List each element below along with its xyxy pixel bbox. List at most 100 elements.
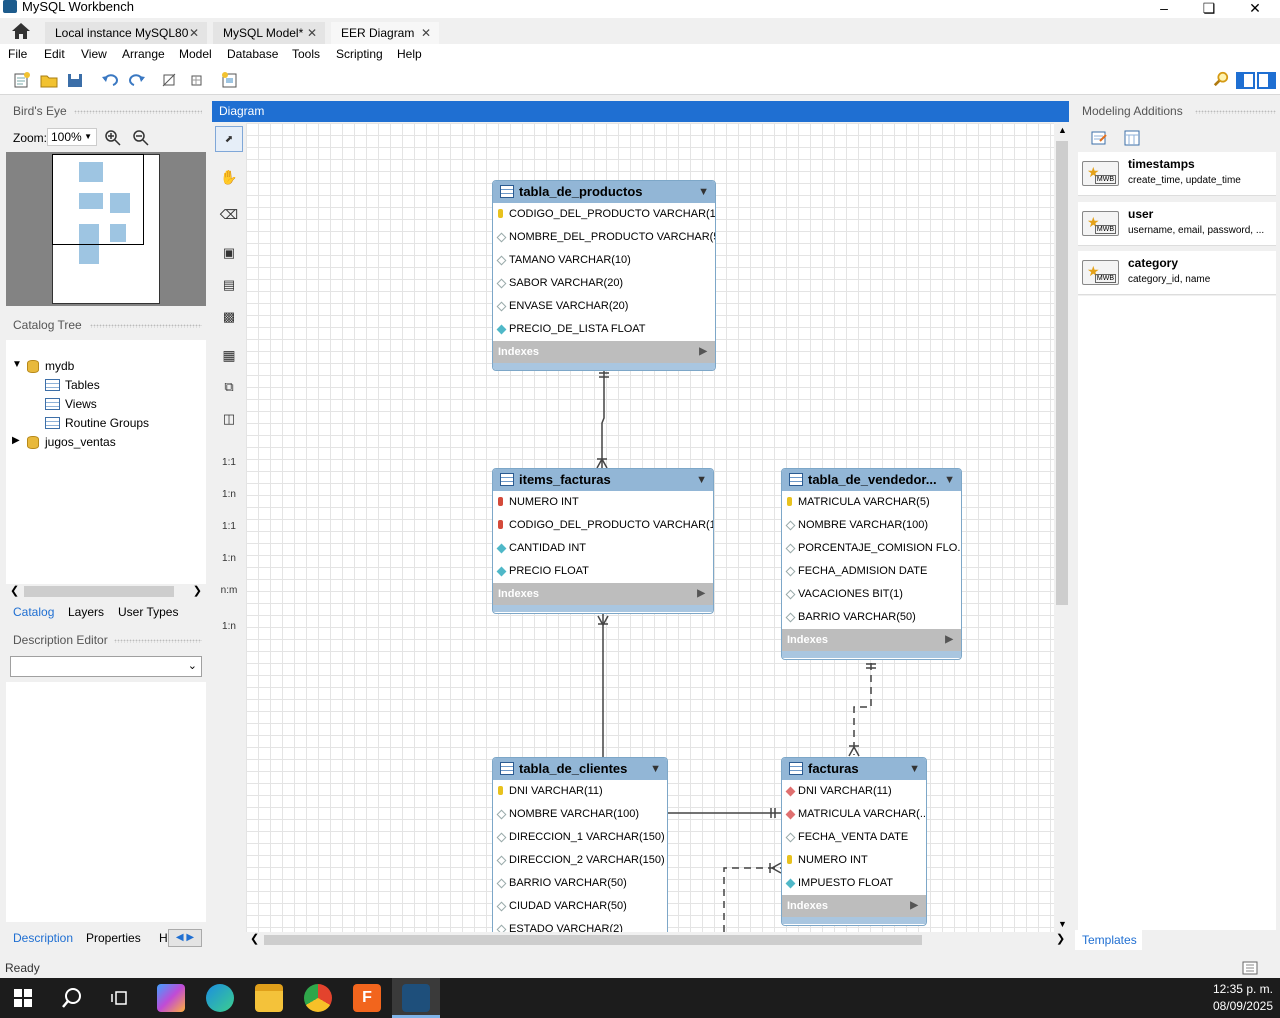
description-object-select[interactable]: ⌄ (10, 656, 202, 677)
redo-icon[interactable] (128, 72, 146, 88)
output-panel-icon[interactable] (1242, 961, 1258, 975)
home-icon[interactable] (10, 21, 32, 41)
zoom-in-icon[interactable] (104, 129, 121, 146)
column-row[interactable]: FECHA_VENTA DATE (782, 826, 926, 849)
tab-description[interactable]: Description (13, 931, 74, 945)
tab-scroll-arrows-icon[interactable]: ◀ ▶ (168, 929, 202, 947)
copilot-icon[interactable] (157, 984, 185, 1012)
routine-group-tool-icon[interactable]: ◫ (222, 411, 236, 426)
menu-scripting[interactable]: Scripting (336, 47, 383, 61)
fiddler-icon[interactable]: F (353, 984, 381, 1012)
column-row[interactable]: NOMBRE VARCHAR(100) (782, 514, 961, 537)
column-row[interactable]: ESTADO VARCHAR(2) (493, 918, 667, 932)
tree-item-views[interactable]: Views (65, 397, 97, 411)
diagram-horizontal-scrollbar[interactable]: ❮ ❯ (246, 932, 1070, 948)
tree-item-routine-groups[interactable]: Routine Groups (65, 416, 150, 430)
close-tab-icon[interactable]: ✕ (306, 26, 317, 40)
scrollbar-thumb[interactable] (1056, 141, 1068, 605)
entity-tabla-de-productos[interactable]: tabla_de_productos▼ CODIGO_DEL_PRODUCTO … (492, 180, 716, 371)
new-template-icon[interactable] (1123, 129, 1141, 147)
menu-file[interactable]: File (8, 47, 28, 61)
edit-template-icon[interactable] (1090, 129, 1108, 147)
minimize-button[interactable]: – (1160, 0, 1168, 16)
collapse-arrow-icon[interactable]: ▼ (696, 474, 707, 486)
edge-browser-icon[interactable] (206, 984, 234, 1012)
birds-eye-viewport[interactable] (52, 154, 144, 245)
entity-items-facturas[interactable]: items_facturas▼ NUMERO INT CODIGO_DEL_PR… (492, 468, 714, 614)
collapsed-arrow-icon[interactable]: ▶ (12, 435, 20, 446)
select-tool-icon[interactable]: ⬈ (215, 126, 243, 152)
column-row[interactable]: PRECIO FLOAT (493, 560, 713, 583)
column-row[interactable]: NOMBRE_DEL_PRODUCTO VARCHAR(5... (493, 226, 715, 249)
column-row[interactable]: DIRECCION_1 VARCHAR(150) (493, 826, 667, 849)
expand-arrow-icon[interactable]: ▶ (697, 588, 705, 599)
column-row[interactable]: DNI VARCHAR(11) (493, 780, 667, 803)
birds-eye-view[interactable] (6, 152, 206, 306)
expand-arrow-icon[interactable]: ▶ (910, 900, 918, 911)
relationship-1-n-identifying-icon[interactable]: 1:n (215, 544, 243, 570)
indexes-section[interactable]: Indexes▶ (493, 583, 713, 605)
column-row[interactable]: NUMERO INT (782, 849, 926, 872)
zoom-out-icon[interactable] (132, 129, 149, 146)
toggle-grid-icon[interactable] (161, 72, 179, 88)
entity-facturas[interactable]: facturas▼ DNI VARCHAR(11) MATRICULA VARC… (781, 757, 927, 926)
menu-edit[interactable]: Edit (44, 47, 65, 61)
relationship-existing-columns-icon[interactable]: 1:n (215, 612, 243, 638)
windows-start-icon[interactable] (14, 989, 32, 1007)
tree-item-tables[interactable]: Tables (65, 378, 100, 392)
tab-mysql-model[interactable]: MySQL Model*✕ (213, 22, 325, 44)
column-row[interactable]: MATRICULA VARCHAR(... (782, 803, 926, 826)
scroll-up-icon[interactable]: ▲ (1058, 125, 1067, 135)
new-model-icon[interactable] (13, 72, 31, 88)
align-grid-icon[interactable] (188, 72, 206, 88)
column-row[interactable]: FECHA_ADMISION DATE (782, 560, 961, 583)
image-tool-icon[interactable]: ▩ (222, 309, 236, 324)
diagram-vertical-scrollbar[interactable]: ▲ ▼ (1054, 123, 1070, 932)
relationship-n-m-icon[interactable]: n:m (215, 576, 243, 602)
save-model-icon[interactable] (67, 72, 85, 88)
close-button[interactable]: ✕ (1249, 0, 1261, 16)
system-clock[interactable]: 12:35 p. m.08/09/2025 (1213, 981, 1273, 1015)
catalog-horizontal-scrollbar[interactable]: ❮ ❯ (6, 584, 206, 599)
tab-catalog[interactable]: Catalog (13, 605, 55, 619)
tree-item-jugos-ventas[interactable]: jugos_ventas (45, 435, 116, 449)
menu-tools[interactable]: Tools (292, 47, 321, 61)
search-icon[interactable] (1212, 71, 1230, 87)
collapse-arrow-icon[interactable]: ▼ (698, 186, 709, 198)
diagram-canvas[interactable]: tabla_de_productos▼ CODIGO_DEL_PRODUCTO … (246, 123, 1054, 932)
collapse-arrow-icon[interactable]: ▼ (944, 474, 955, 486)
column-row[interactable]: VACACIONES BIT(1) (782, 583, 961, 606)
expand-arrow-icon[interactable]: ▼ (12, 359, 22, 370)
tab-local-instance[interactable]: Local instance MySQL80✕ (45, 22, 207, 44)
expand-arrow-icon[interactable]: ▶ (699, 346, 707, 357)
new-diagram-icon[interactable] (221, 72, 239, 88)
close-tab-icon[interactable]: ✕ (420, 26, 431, 40)
entity-header[interactable]: tabla_de_productos▼ (493, 181, 715, 203)
view-tool-icon[interactable]: ⧉ (224, 379, 234, 394)
scroll-down-icon[interactable]: ▼ (1058, 919, 1067, 929)
menu-model[interactable]: Model (179, 47, 212, 61)
tab-user-types[interactable]: User Types (118, 605, 179, 619)
tab-layers[interactable]: Layers (68, 605, 105, 619)
scroll-left-icon[interactable]: ❮ (250, 933, 260, 945)
scroll-left-icon[interactable]: ❮ (10, 585, 20, 597)
scroll-right-icon[interactable]: ❯ (1056, 933, 1066, 945)
column-row[interactable]: DNI VARCHAR(11) (782, 780, 926, 803)
relationship-1-1-icon[interactable]: 1:1 (215, 448, 243, 474)
taskbar-active-app[interactable] (392, 978, 440, 1018)
undo-icon[interactable] (101, 72, 119, 88)
close-tab-icon[interactable]: ✕ (188, 26, 199, 40)
open-model-icon[interactable] (40, 72, 58, 88)
eraser-tool-icon[interactable]: ⌫ (219, 207, 239, 222)
table-tool-icon[interactable]: ▦ (222, 347, 236, 363)
entity-header[interactable]: facturas▼ (782, 758, 926, 780)
scrollbar-thumb[interactable] (24, 586, 174, 597)
maximize-button[interactable]: ❏ (1202, 0, 1216, 16)
collapse-arrow-icon[interactable]: ▼ (650, 763, 661, 775)
tab-properties[interactable]: Properties (86, 931, 141, 945)
scrollbar-thumb[interactable] (264, 935, 922, 945)
relationship-1-1-identifying-icon[interactable]: 1:1 (215, 512, 243, 538)
